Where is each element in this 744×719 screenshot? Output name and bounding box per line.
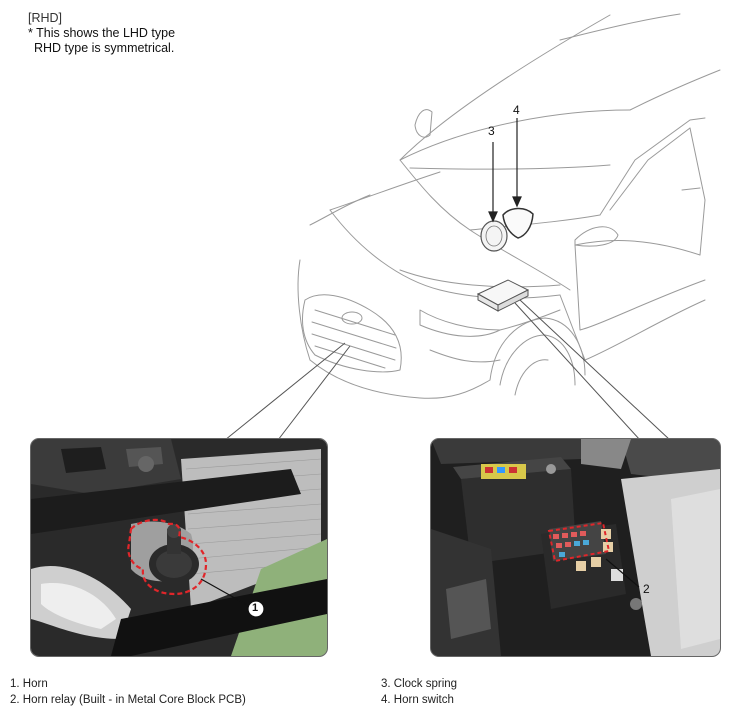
metal-core-block-part [476,279,530,312]
legend-item-horn: 1. Horn [10,678,48,690]
variant-label: [RHD] [28,11,63,25]
callout-1: 1 [252,602,259,614]
horn-relay-photo: 2 [430,438,721,657]
clock-spring-part [480,220,508,252]
horn-part [131,521,199,584]
legend-left: 1. Horn 2. Horn relay (Built - in Metal … [10,676,246,708]
callout-4: 4 [513,103,520,117]
lhd-note: * This shows the LHD type [28,26,176,40]
fuse-box-part [541,521,626,609]
relay-highlight [547,521,611,563]
callout-3: 3 [488,124,495,138]
horn-switch-part [502,207,534,239]
legend-item-clock-spring: 3. Clock spring [381,678,458,690]
callout-2: 2 [643,582,650,596]
horn-highlight [127,518,208,596]
diagram-header: [RHD] * This shows the LHD type RHD type… [28,11,175,56]
horn-photo: 1 [30,438,328,657]
legend-right: 3. Clock spring 4. Horn switch [381,676,457,708]
legend-item-horn-switch: 4. Horn switch [381,694,454,706]
symmetry-note: RHD type is symmetrical. [34,41,175,55]
legend-item-horn-relay: 2. Horn relay (Built - in Metal Core Blo… [10,694,246,706]
